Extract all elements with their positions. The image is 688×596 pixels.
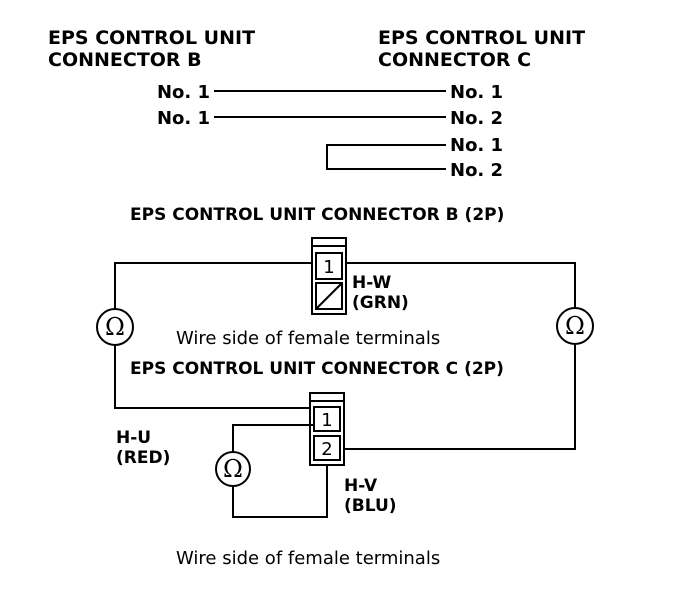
connector-b-wire-color: (GRN) xyxy=(352,293,409,313)
connector-b-title: EPS CONTROL UNIT CONNECTOR B (2P) xyxy=(130,205,504,225)
connector-b-pin2-slash xyxy=(316,283,342,309)
connector-c-wire-u-color: (RED) xyxy=(116,448,170,468)
pin-c-row3: No. 1 xyxy=(450,135,503,156)
pin-b-row1: No. 1 xyxy=(157,82,210,103)
ohmmeter-right: Ω xyxy=(556,307,594,345)
wire-c-pin2-meter xyxy=(232,465,328,518)
pin-b-row2: No. 1 xyxy=(157,108,210,129)
connector-b-pin1-label: 1 xyxy=(323,257,334,278)
wire-c-pin1-meter xyxy=(232,424,314,452)
header-connector-c-line2: CONNECTOR C xyxy=(378,49,531,71)
header-connector-b-line1: EPS CONTROL UNIT xyxy=(48,27,255,49)
connector-c-wire-v-code: H-V xyxy=(344,476,378,496)
connector-c-pin2 xyxy=(313,435,341,461)
wire-b-right-top xyxy=(346,262,576,308)
ohm-symbol-left: Ω xyxy=(105,313,125,341)
ohmmeter-left: Ω xyxy=(96,308,134,346)
connector-c-wire-u-code: H-U xyxy=(116,428,151,448)
connector-c-note: Wire side of female terminals xyxy=(176,548,440,569)
ohm-symbol-right: Ω xyxy=(565,312,585,340)
pin-bracket-row3-4 xyxy=(326,144,446,170)
header-connector-b-line2: CONNECTOR B xyxy=(48,49,202,71)
connector-c-title: EPS CONTROL UNIT CONNECTOR C (2P) xyxy=(130,359,504,379)
connector-b-latch xyxy=(311,237,347,247)
connector-b: 1 xyxy=(311,237,347,315)
pin-c-row1: No. 1 xyxy=(450,82,503,103)
pin-c-row4: No. 2 xyxy=(450,160,503,181)
connector-c-latch xyxy=(309,392,345,402)
pin-table: No. 1 No. 1 No. 1 No. 2 No. 1 No. 2 xyxy=(157,82,503,181)
ohm-symbol-bottom: Ω xyxy=(223,455,243,483)
connector-c-pin1 xyxy=(313,406,341,432)
connector-b-note: Wire side of female terminals xyxy=(176,328,440,349)
header-connector-c-line1: EPS CONTROL UNIT xyxy=(378,27,585,49)
connector-b-wire-code: H-W xyxy=(352,273,392,293)
connector-c-pin2-label: 2 xyxy=(321,439,332,460)
connector-b-pin1 xyxy=(315,252,343,280)
wire-right-bottom xyxy=(341,344,576,450)
wire-b-left-top xyxy=(114,262,312,309)
wire-left-bottom xyxy=(114,345,313,409)
connector-c-wire-v-color: (BLU) xyxy=(344,496,397,516)
ohmmeter-bottom: Ω xyxy=(215,451,251,487)
pin-c-row2: No. 2 xyxy=(450,108,503,129)
connector-c-pin1-label: 1 xyxy=(321,410,332,431)
connector-c: 1 2 xyxy=(309,392,345,466)
